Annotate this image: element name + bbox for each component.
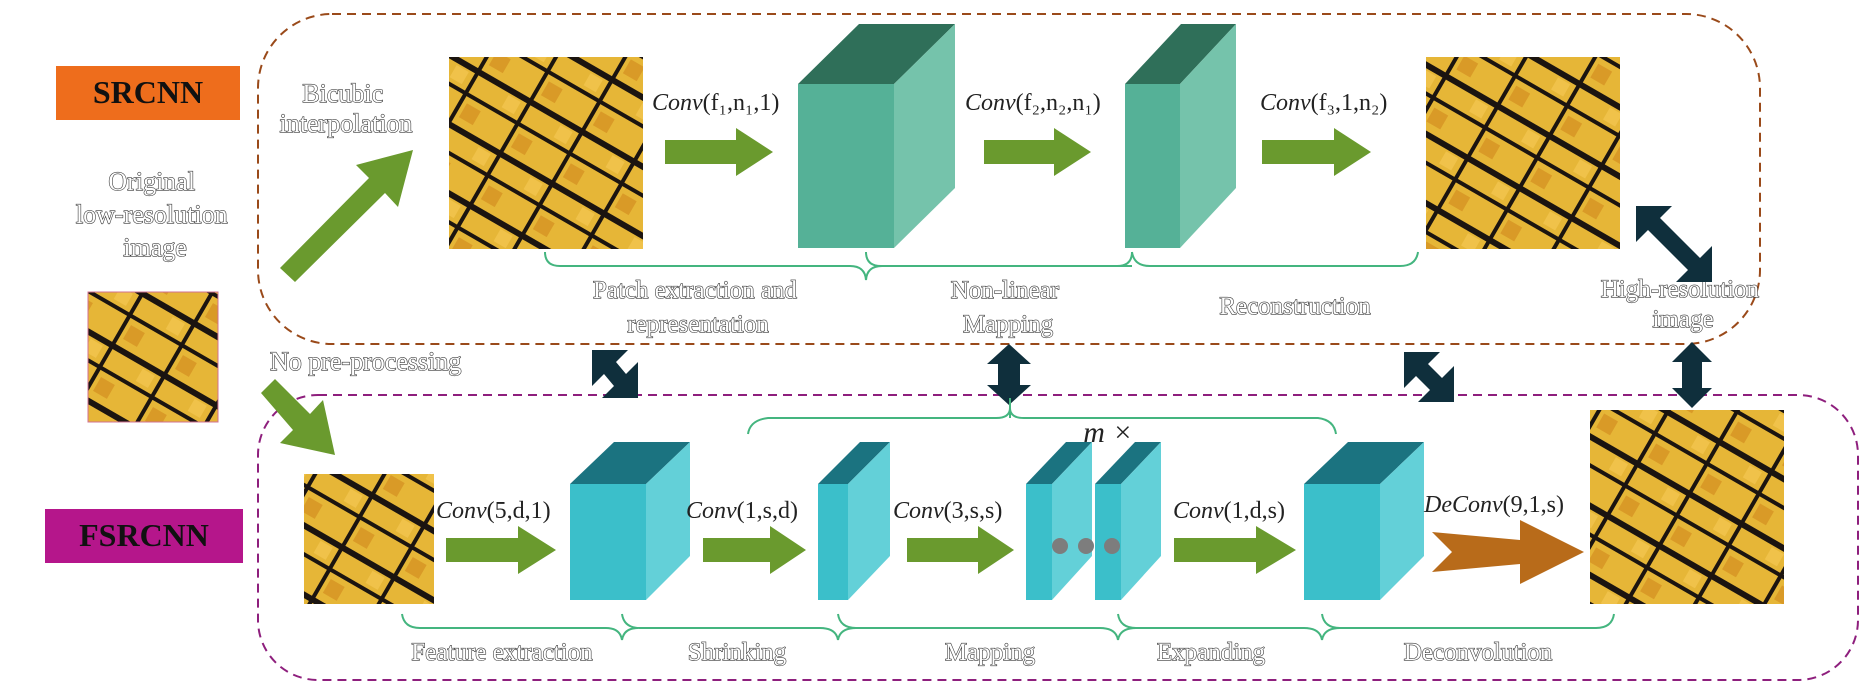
srcnn-badge-label: SRCNN xyxy=(93,74,203,110)
fsrcnn-brace-feature xyxy=(401,613,639,641)
no-preprocessing-arrow xyxy=(261,379,335,455)
srcnn-conv-3: Conv(f₃,1,n₂) xyxy=(1260,90,1387,116)
ellipsis-dot xyxy=(1104,538,1120,554)
fsrcnn-cube-expanding xyxy=(1304,442,1424,600)
srcnn-arrow-2 xyxy=(984,128,1091,176)
fsrcnn-badge-label: FSRCNN xyxy=(79,517,209,553)
stage-mapping: Mapping xyxy=(945,639,1036,666)
link-arrow-patch xyxy=(592,350,638,398)
srcnn-badge: SRCNN xyxy=(56,66,240,120)
fsrcnn-brace-mapping xyxy=(837,613,1137,641)
ellipsis-dot xyxy=(1078,538,1094,554)
fsrcnn-brace-shrinking xyxy=(621,613,857,641)
fsrcnn-cube-feature xyxy=(570,442,690,600)
srcnn-brace-reconstruction xyxy=(1131,251,1419,267)
srcnn-conv-1: Conv(f₁,n₁,1) xyxy=(652,90,779,116)
fsrcnn-deconv-arrow xyxy=(1432,520,1584,584)
srcnn-input-image xyxy=(449,57,643,249)
original-image-label: Original low-resolution image xyxy=(76,167,234,262)
stage-deconvolution: Deconvolution xyxy=(1404,639,1553,666)
original-lowres-image xyxy=(87,291,219,423)
fsrcnn-output-image xyxy=(1590,410,1784,604)
stage-nonlinear-mapping: Non-linear Mapping xyxy=(951,277,1066,338)
bicubic-label: Bicubic interpolation xyxy=(280,79,413,138)
srcnn-brace-nonlinear xyxy=(865,251,1132,267)
srcnn-arrow-1 xyxy=(665,128,773,176)
srcnn-arrow-3 xyxy=(1262,128,1371,176)
stage-reconstruction: Reconstruction xyxy=(1219,293,1371,320)
fsrcnn-deconv: DeConv(9,1,s) xyxy=(1423,492,1564,518)
stage-shrinking: Shrinking xyxy=(688,639,787,666)
fsrcnn-arrow-1 xyxy=(446,526,556,574)
fsrcnn-brace-deconvolution xyxy=(1321,613,1615,629)
link-arrow-reconstruction xyxy=(1404,352,1454,402)
fsrcnn-conv-3: Conv(3,s,s) xyxy=(893,498,1002,524)
ellipsis-dot xyxy=(1052,538,1068,554)
no-preprocessing-label: No pre-processing xyxy=(270,347,461,376)
stage-patch-extraction: Patch extraction and representation xyxy=(593,277,803,338)
link-arrow-high-res-top xyxy=(1636,206,1712,282)
fsrcnn-badge: FSRCNN xyxy=(45,509,243,563)
fsrcnn-brace-expanding xyxy=(1117,613,1341,641)
fsrcnn-input-image xyxy=(304,474,434,604)
stage-expanding: Expanding xyxy=(1157,639,1266,666)
srcnn-conv-2: Conv(f₂,n₂,n₁) xyxy=(965,90,1101,116)
srcnn-cube-1 xyxy=(798,24,955,248)
stage-feature-extraction: Feature extraction xyxy=(411,639,593,666)
srcnn-cube-2 xyxy=(1125,24,1236,248)
fsrcnn-group-border xyxy=(257,394,1859,681)
link-arrow-mapping xyxy=(987,344,1031,405)
bicubic-arrow xyxy=(280,150,413,282)
high-resolution-label: High-resolution image xyxy=(1601,276,1766,333)
fsrcnn-conv-1: Conv(5,d,1) xyxy=(436,498,551,524)
fsrcnn-conv-4: Conv(1,d,s) xyxy=(1173,498,1285,524)
fsrcnn-arrow-4 xyxy=(1174,526,1296,574)
srcnn-output-image xyxy=(1426,57,1620,249)
fsrcnn-cube-shrinking xyxy=(818,442,890,600)
fsrcnn-arrow-3 xyxy=(907,526,1014,574)
fsrcnn-cube-mapping-1 xyxy=(1026,442,1092,600)
fsrcnn-cube-mapping-2 xyxy=(1095,442,1161,600)
fsrcnn-repeat-brace xyxy=(747,407,1337,435)
fsrcnn-conv-2: Conv(1,s,d) xyxy=(686,498,798,524)
fsrcnn-arrow-2 xyxy=(703,526,806,574)
link-arrow-high-res-bottom xyxy=(1672,342,1712,408)
